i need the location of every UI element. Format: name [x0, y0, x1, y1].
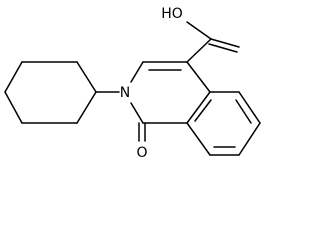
bond-cy1-cy2: [76, 61, 97, 93]
bond-cy4-cy5: [4, 91, 23, 124]
bond-n2-c1: [130, 102, 144, 124]
bond-c5-c6-inner: [235, 99, 252, 124]
bond-c8-c8a: [186, 122, 211, 156]
bond-cooh-c-o-double-b: [208, 43, 238, 53]
bond-cy3-cy4: [4, 61, 23, 93]
bond-cooh-c-o-double-a: [210, 38, 240, 48]
bond-cooh-c-oh: [186, 21, 212, 40]
bond-c8a-c4a: [186, 91, 211, 124]
bond-c4a-c4: [186, 61, 211, 93]
bond-c8a-c4a-inner: [194, 99, 212, 122]
bond-c6-c7: [238, 122, 261, 156]
atom-label-carbonyl-oxygen: O: [136, 145, 147, 161]
bonds: [4, 21, 261, 156]
bond-c5-c6: [238, 91, 261, 124]
atom-label-nitrogen: N: [120, 85, 130, 101]
bond-c3-n2: [130, 61, 144, 83]
bond-cy6-cy1: [76, 91, 97, 124]
atom-label-hydroxyl: HO: [161, 6, 183, 22]
structure-diagram: HO N O: [4, 6, 261, 161]
bond-c4-cooh: [186, 38, 212, 63]
atom-labels: HO N O: [120, 6, 183, 161]
